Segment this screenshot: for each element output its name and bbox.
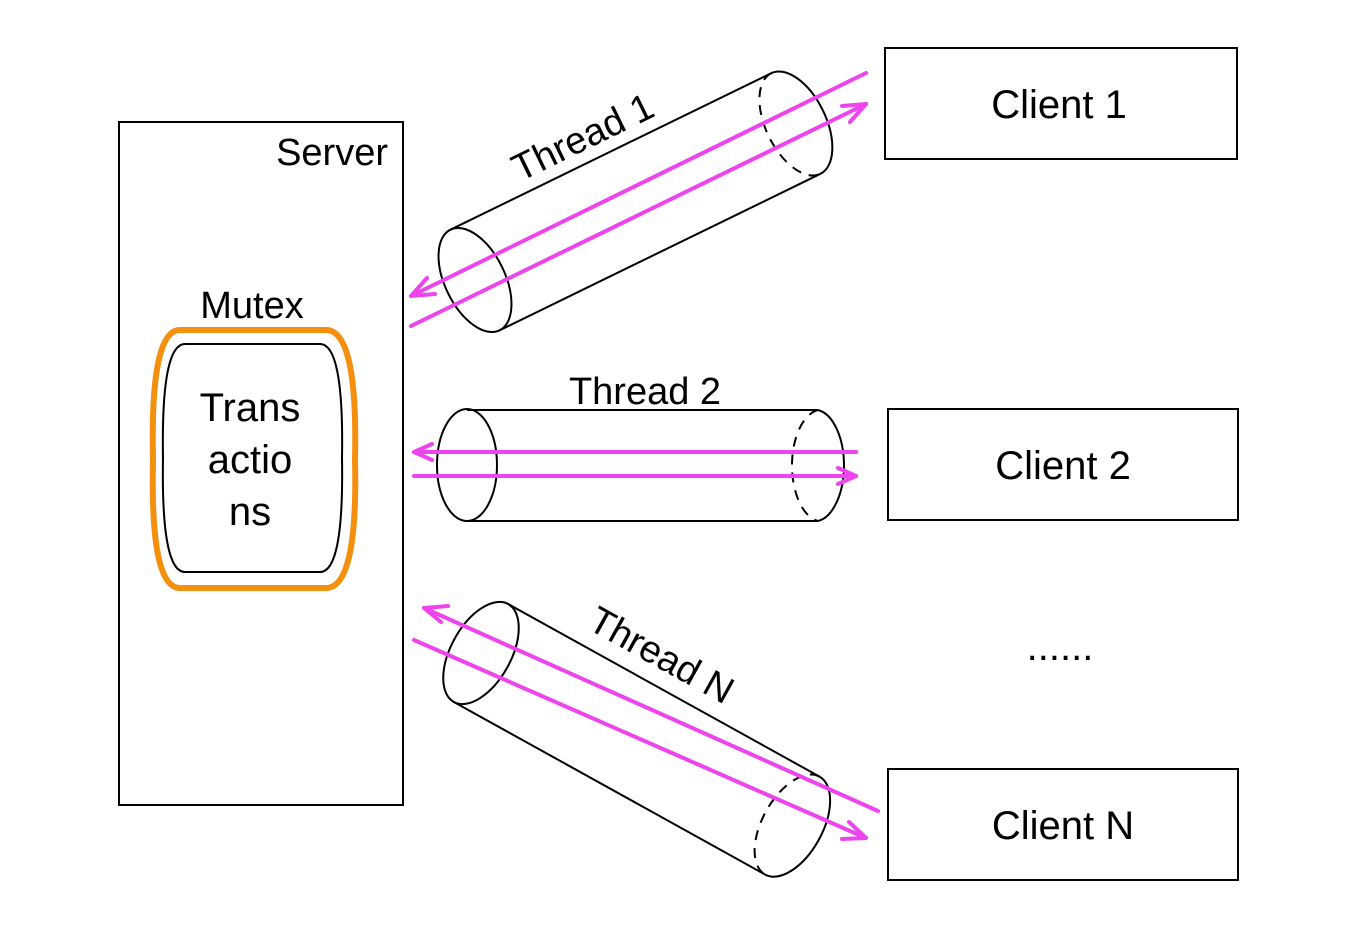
server-label: Server <box>276 132 388 174</box>
client-n-node: Client N <box>887 768 1239 881</box>
client-n-label: Client N <box>992 804 1134 848</box>
client-1-label: Client 1 <box>991 83 1127 127</box>
client-n-box <box>887 768 1239 881</box>
client-1-node: Client 1 <box>884 47 1238 160</box>
transactions-box <box>161 343 344 573</box>
server-node: Server <box>118 121 404 806</box>
thread-n-arrows <box>412 604 880 841</box>
transactions-line-1: Trans <box>200 386 301 430</box>
mutex-node: Mutex Trans actio ns <box>149 285 359 591</box>
transactions-line-2: actio <box>208 438 293 482</box>
thread-n-label: Thread N <box>582 599 741 713</box>
transactions-line-3: ns <box>229 490 271 534</box>
client-2-box <box>887 408 1239 521</box>
client-1-box <box>884 47 1238 160</box>
thread-2-label: Thread 2 <box>569 371 721 413</box>
mutex-label: Mutex <box>200 285 303 327</box>
thread-n-near-end <box>442 600 520 706</box>
thread-2-near-end <box>436 408 498 522</box>
thread-1-near-end <box>437 226 513 334</box>
server-box <box>118 121 404 806</box>
thread-1-arrows <box>409 71 868 328</box>
thread-1-pipe: Thread 1 <box>437 70 834 334</box>
thread-2-pipe: Thread 2 <box>436 371 845 522</box>
message-arrows <box>409 71 880 841</box>
mutex-boundary <box>149 327 359 591</box>
thread-2-arrows <box>412 442 858 486</box>
client-2-label: Client 2 <box>995 444 1131 488</box>
client-2-node: Client 2 <box>887 408 1239 521</box>
more-clients-ellipsis: ...... <box>1027 625 1094 669</box>
